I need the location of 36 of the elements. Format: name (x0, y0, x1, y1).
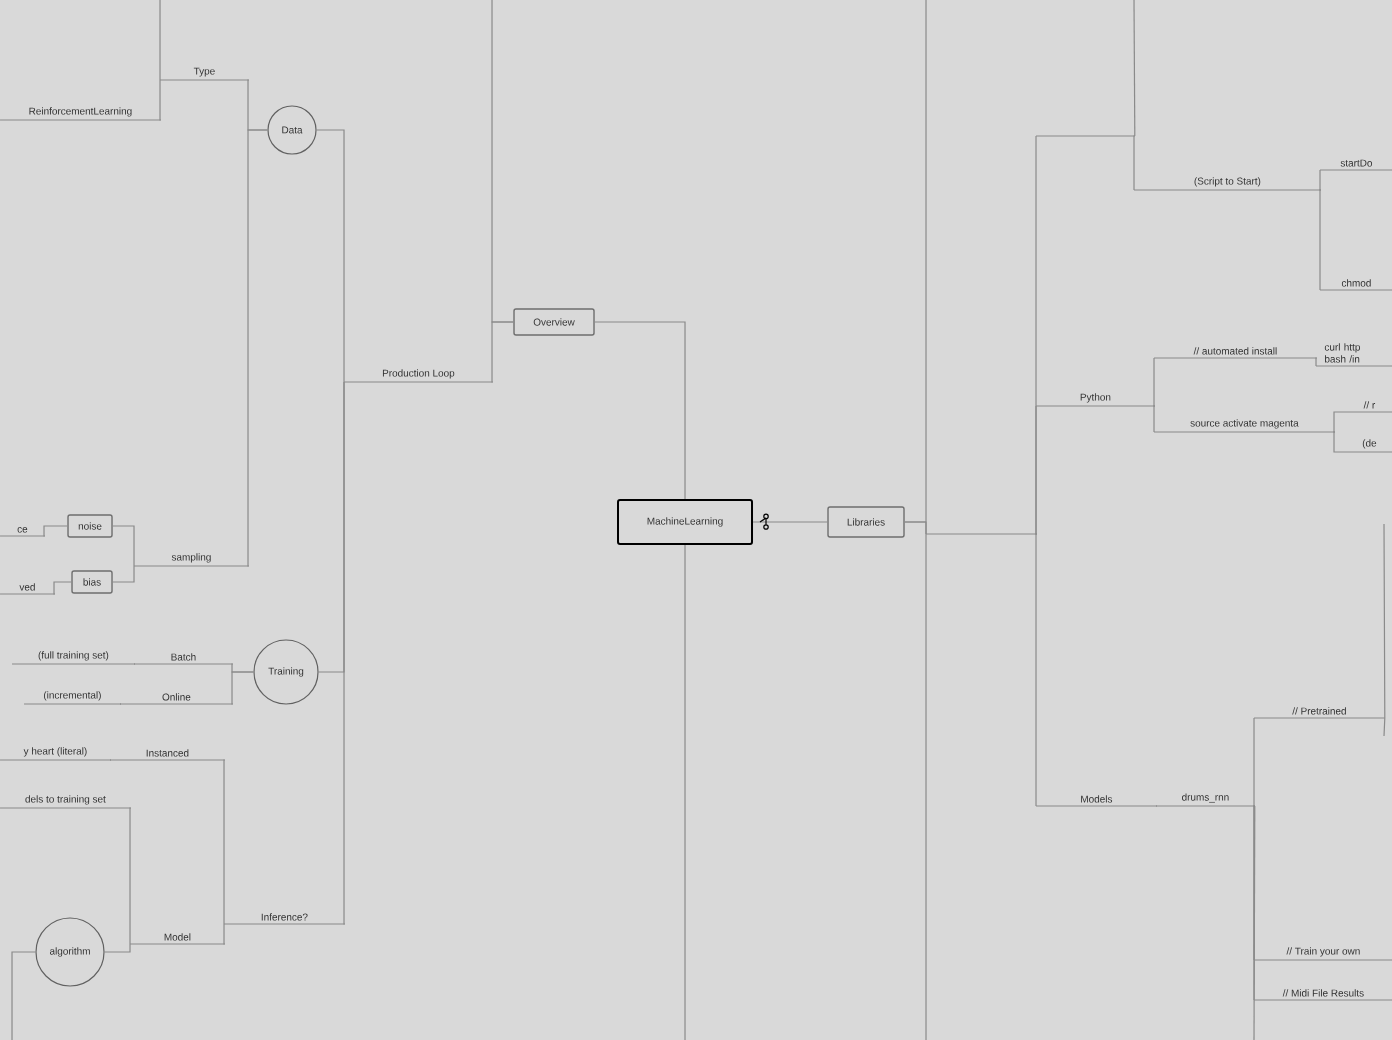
connector-line (1319, 189, 1322, 291)
connector-line (904, 0, 927, 1040)
connector-line (1133, 135, 1136, 191)
connector-line (104, 943, 131, 953)
connector-line (231, 671, 254, 705)
connector-line (594, 321, 686, 500)
connector-line (247, 129, 268, 567)
connector-line (159, 79, 162, 121)
connector-line (223, 759, 226, 925)
connector-line (1333, 431, 1347, 453)
connector-line (43, 525, 68, 537)
connector-line (53, 581, 72, 595)
connector-line (1253, 805, 1256, 1040)
connector-line (1333, 411, 1347, 433)
branch-line (925, 533, 1038, 535)
connector-line (1153, 357, 1156, 407)
connector-line (1383, 523, 1386, 737)
connector-line (1035, 405, 1038, 535)
connector-line (343, 381, 346, 925)
branch-line (1035, 135, 1136, 137)
connector-line (1133, 0, 1136, 137)
connector-line (1319, 169, 1322, 191)
connector-line (223, 923, 226, 945)
connector-line (752, 521, 828, 523)
connector-line (491, 0, 514, 323)
connector-line (129, 807, 132, 945)
connector-line (1315, 357, 1318, 367)
connector-line (112, 565, 135, 583)
connector-line (316, 129, 345, 383)
connector-line (1153, 405, 1156, 433)
connector-line (159, 0, 161, 81)
connector-line (684, 544, 686, 1040)
connector-line (1253, 717, 1256, 807)
connector-line (112, 525, 135, 567)
connector-line (1035, 533, 1038, 807)
connector-line (11, 951, 36, 1040)
